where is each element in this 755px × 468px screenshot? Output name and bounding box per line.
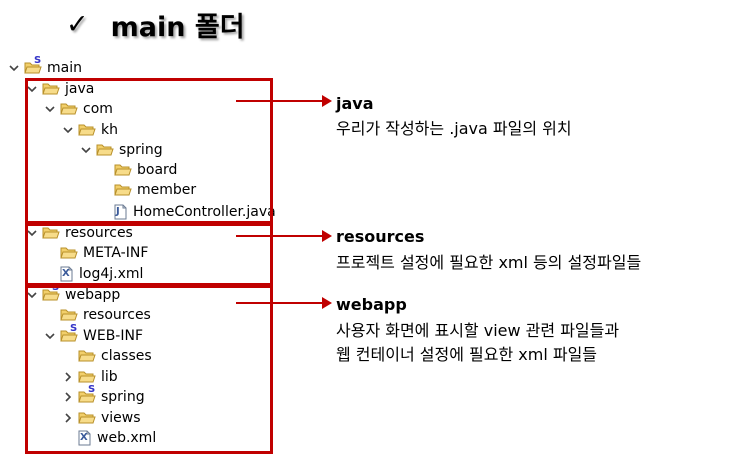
- tree-item[interactable]: META-INF: [44, 243, 148, 263]
- check-icon: ✓: [66, 8, 89, 40]
- resources-arrow: [236, 230, 332, 242]
- tree-item-label: webapp: [65, 287, 121, 303]
- java-annotation-title: java: [336, 94, 374, 113]
- tree-item[interactable]: S WEB-INF: [44, 324, 143, 346]
- tree-item-label: classes: [101, 348, 152, 364]
- tree-item-label: com: [83, 101, 113, 117]
- source-folder-icon: S: [24, 56, 42, 75]
- chevron-down-icon[interactable]: [62, 124, 74, 136]
- tree-item-label: WEB-INF: [83, 328, 143, 344]
- java-arrow: [236, 95, 332, 107]
- tree-item-label: HomeController.java: [133, 204, 276, 220]
- folder-icon: [114, 163, 132, 177]
- source-folder-icon: S: [78, 385, 96, 404]
- chevron-down-icon[interactable]: [26, 227, 38, 239]
- page-title-text: main 폴더: [110, 11, 245, 43]
- folder-icon: [114, 183, 132, 197]
- xml-file-icon: X: [78, 430, 91, 446]
- webapp-annotation-desc-line1: 사용자 화면에 표시할 view 관련 파일들과: [336, 321, 620, 340]
- tree-item[interactable]: com: [44, 99, 113, 119]
- webapp-annotation-desc-line2: 웹 컨테이너 설정에 필요한 xml 파일들: [336, 345, 598, 364]
- folder-icon: [42, 226, 60, 240]
- tree-item[interactable]: views: [62, 408, 141, 428]
- folder-icon: [60, 246, 78, 260]
- java-annotation-desc: 우리가 작성하는 .java 파일의 위치: [336, 119, 572, 138]
- tree-item[interactable]: java: [26, 79, 94, 99]
- tree-item[interactable]: board: [98, 160, 177, 180]
- source-folder-icon: S: [60, 324, 78, 343]
- chevron-down-icon[interactable]: [26, 83, 38, 95]
- folder-icon: [78, 123, 96, 137]
- tree-item-label: board: [137, 162, 178, 178]
- resources-annotation-desc: 프로젝트 설정에 필요한 xml 등의 설정파일들: [336, 253, 642, 272]
- folder-icon: [60, 102, 78, 116]
- folder-icon: [78, 411, 96, 425]
- chevron-down-icon[interactable]: [80, 144, 92, 156]
- tree-item[interactable]: spring: [80, 140, 163, 160]
- tree-item-label: resources: [83, 307, 151, 323]
- chevron-right-icon[interactable]: [62, 412, 74, 424]
- chevron-down-icon[interactable]: [44, 103, 56, 115]
- xml-file-icon: X: [60, 266, 73, 282]
- chevron-down-icon[interactable]: [8, 62, 20, 74]
- tree-item-label: resources: [65, 225, 133, 241]
- tree-item-label: log4j.xml: [79, 266, 144, 282]
- chevron-right-icon[interactable]: [62, 391, 74, 403]
- folder-icon: [78, 349, 96, 363]
- tree-item-label: views: [101, 410, 141, 426]
- tree-item-label: member: [137, 182, 197, 198]
- tree-item-label: main: [47, 60, 82, 76]
- folder-icon: [60, 308, 78, 322]
- tree-item[interactable]: J HomeController.java: [98, 202, 276, 222]
- tree-item-label: spring: [101, 389, 145, 405]
- java-highlight-box: [25, 78, 273, 224]
- tree-item-label: web.xml: [97, 430, 157, 446]
- page-title: ✓ main 폴더: [66, 4, 245, 44]
- chevron-down-icon[interactable]: [26, 289, 38, 301]
- tree-item-label: kh: [101, 122, 118, 138]
- tree-item-label: META-INF: [83, 245, 149, 261]
- tree-item[interactable]: resources: [26, 223, 133, 243]
- tree-item[interactable]: lib: [62, 367, 118, 387]
- webapp-annotation-title: webapp: [336, 295, 407, 314]
- tree-item[interactable]: resources: [44, 305, 151, 325]
- folder-icon: [96, 143, 114, 157]
- java-file-icon: J: [114, 204, 127, 220]
- chevron-right-icon[interactable]: [62, 371, 74, 383]
- tree-item[interactable]: member: [98, 180, 196, 200]
- resources-annotation-title: resources: [336, 227, 425, 246]
- webapp-arrow: [236, 297, 332, 309]
- tree-item[interactable]: classes: [62, 346, 152, 366]
- tree-item-label: java: [65, 81, 95, 97]
- tree-item-label: lib: [101, 369, 118, 385]
- folder-icon: [42, 82, 60, 96]
- webapp-highlight-box: [25, 285, 273, 454]
- resources-highlight-box: [25, 223, 273, 286]
- folder-icon: [78, 370, 96, 384]
- chevron-down-icon[interactable]: [44, 330, 56, 342]
- tree-item[interactable]: kh: [62, 120, 118, 140]
- tree-item-label: spring: [119, 142, 163, 158]
